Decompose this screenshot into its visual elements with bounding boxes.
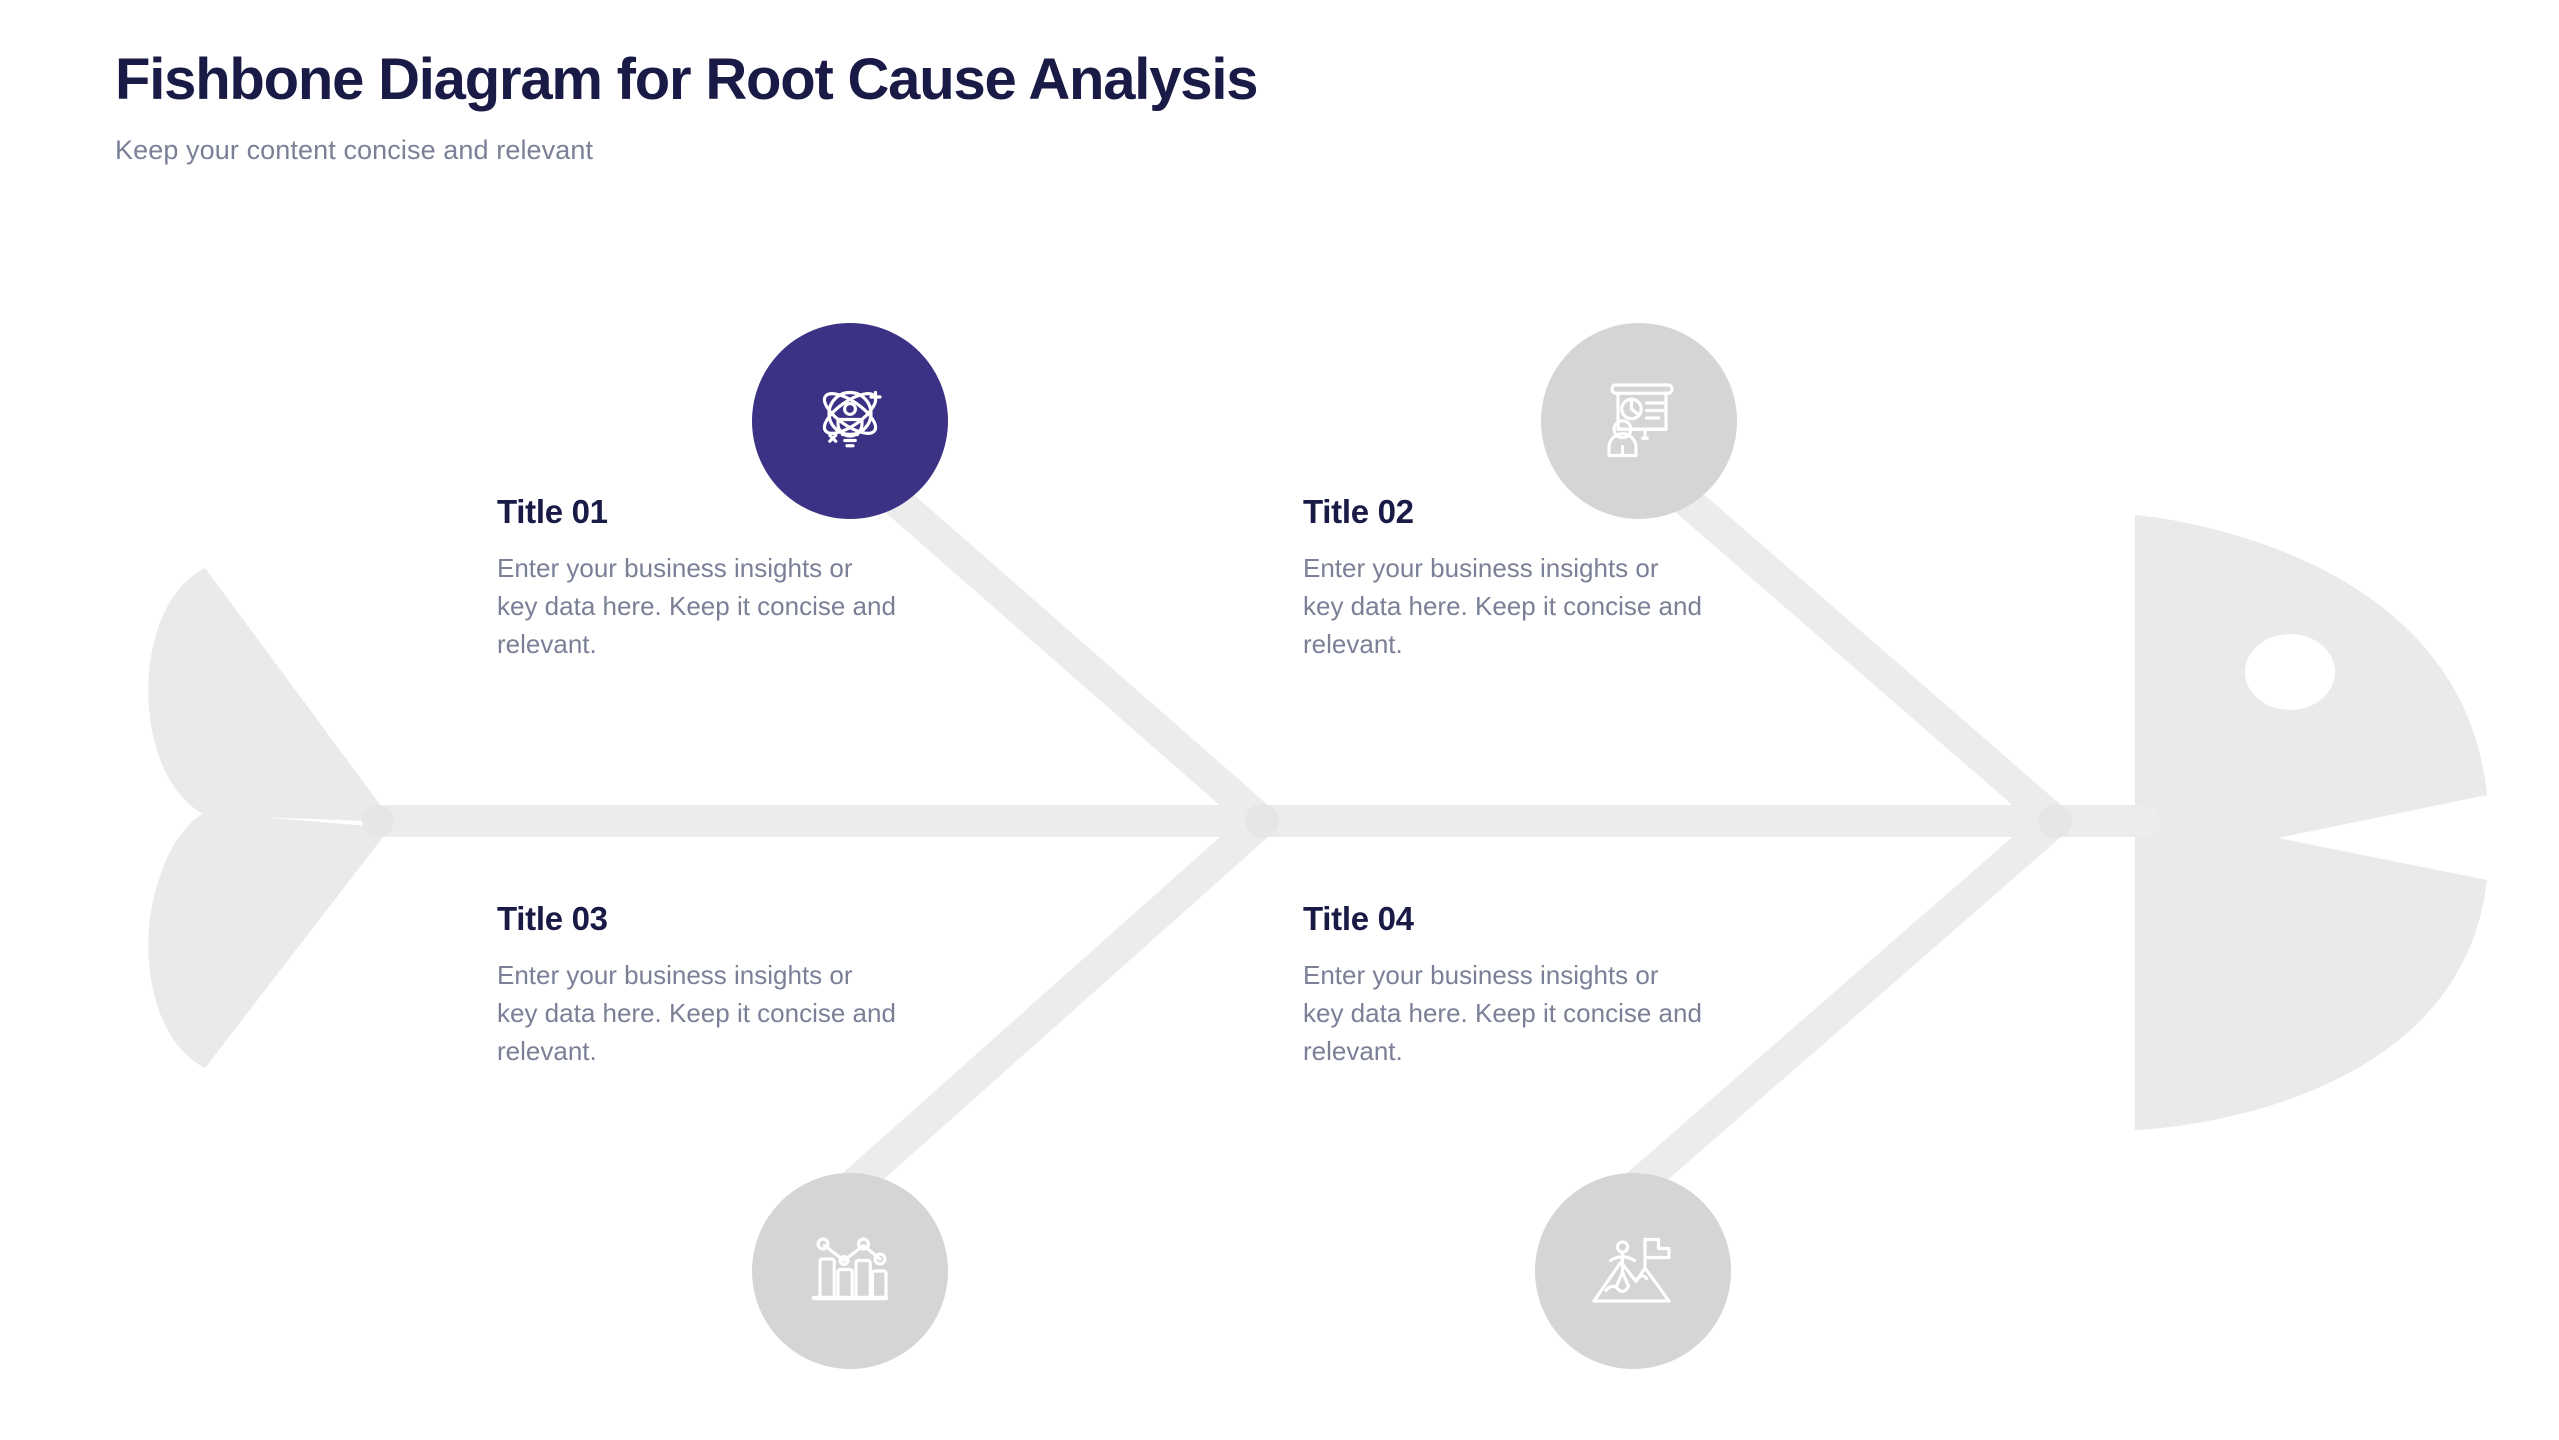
branch-text-block-04: Title 04 Enter your business insights or… — [1303, 902, 1703, 1071]
branch-title-01: Title 01 — [497, 493, 608, 530]
mountain-flag-goal-icon — [1585, 1223, 1681, 1319]
bar-chart-analytics-icon — [802, 1223, 898, 1319]
bone-b3 — [834, 805, 1278, 1204]
branch-description-02: Enter your business insights or key data… — [1303, 553, 1702, 659]
bone-b2 — [1624, 444, 2071, 837]
branch-text-block-02: Title 02 Enter your business insights or… — [1303, 495, 1703, 664]
branch-title-03: Title 03 — [497, 900, 608, 937]
branch-text-block-01: Title 01 Enter your business insights or… — [497, 495, 897, 664]
fish-bones — [362, 444, 2072, 1204]
branch-title-04: Title 04 — [1303, 900, 1414, 937]
fish-head — [2135, 515, 2487, 1130]
header: Fishbone Diagram for Root Cause Analysis… — [115, 47, 1259, 166]
bone-b4 — [1618, 805, 2071, 1204]
branch-description-04: Enter your business insights or key data… — [1303, 960, 1702, 1066]
branch-icon-badge-03[interactable] — [752, 1173, 948, 1369]
bone-b1 — [834, 444, 1278, 837]
branch-icon-badge-04[interactable] — [1535, 1173, 1731, 1369]
page-subtitle: Keep your content concise and relevant — [115, 134, 594, 165]
fish-tail — [148, 568, 392, 1068]
page-title: Fishbone Diagram for Root Cause Analysis — [115, 47, 1259, 112]
branch-description-01: Enter your business insights or key data… — [497, 553, 896, 659]
atom-lightbulb-icon — [802, 373, 898, 469]
branch-icon-badge-01[interactable] — [752, 323, 948, 519]
branch-title-02: Title 02 — [1303, 493, 1414, 530]
fish-eye — [2245, 634, 2335, 710]
branch-icon-badge-02[interactable] — [1541, 323, 1737, 519]
branch-text-block-03: Title 03 Enter your business insights or… — [497, 902, 897, 1071]
branch-description-03: Enter your business insights or key data… — [497, 960, 896, 1066]
presentation-board-icon — [1591, 373, 1687, 469]
